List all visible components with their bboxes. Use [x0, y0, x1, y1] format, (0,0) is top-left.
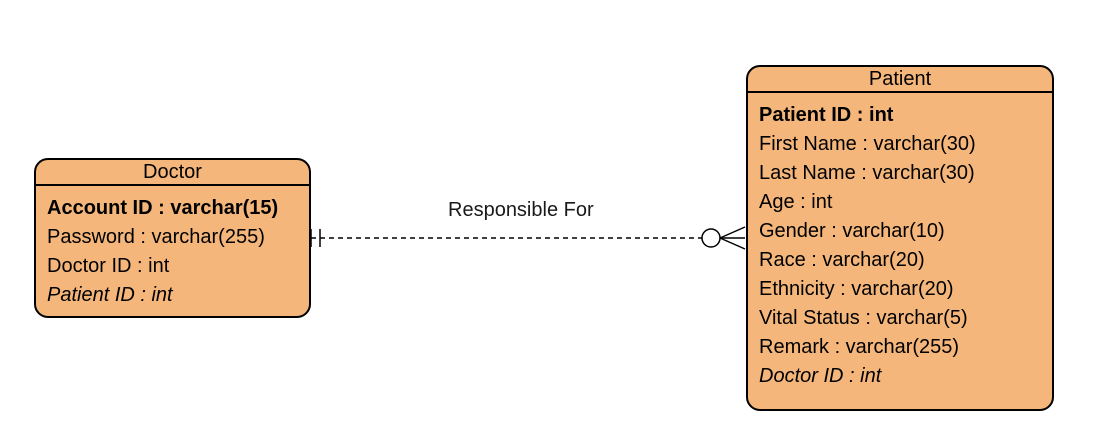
patient-attribute-list: Patient ID : int First Name : varchar(30… [748, 93, 1052, 391]
patient-attr-last-name[interactable]: Last Name : varchar(30) [759, 162, 975, 184]
patient-attr-gender[interactable]: Gender : varchar(10) [759, 220, 945, 242]
doctor-entity-title: Doctor [36, 160, 309, 186]
doctor-attribute-list: Account ID : varchar(15) Password : varc… [36, 186, 309, 310]
doctor-attr-patient-id[interactable]: Patient ID : int [47, 284, 173, 306]
patient-attr-ethnicity[interactable]: Ethnicity : varchar(20) [759, 278, 954, 300]
doctor-entity[interactable]: Doctor Account ID : varchar(15) Password… [34, 158, 311, 318]
patient-attr-race[interactable]: Race : varchar(20) [759, 249, 925, 271]
doctor-attr-doctor-id[interactable]: Doctor ID : int [47, 255, 170, 277]
doctor-attr-password[interactable]: Password : varchar(255) [47, 226, 265, 248]
patient-attr-remark[interactable]: Remark : varchar(255) [759, 336, 960, 358]
patient-entity-title: Patient [748, 67, 1052, 93]
doctor-attr-account-id[interactable]: Account ID : varchar(15) [47, 197, 279, 219]
patient-attr-age[interactable]: Age : int [759, 191, 833, 213]
patient-attr-first-name[interactable]: First Name : varchar(30) [759, 133, 976, 155]
patient-entity[interactable]: Patient Patient ID : int First Name : va… [746, 65, 1054, 411]
patient-attr-patient-id[interactable]: Patient ID : int [759, 104, 894, 126]
zero-cardinality-circle [701, 228, 721, 248]
crows-foot-upper [719, 226, 746, 239]
crows-foot-lower [719, 237, 746, 250]
relationship-label[interactable]: Responsible For [448, 199, 594, 221]
patient-attr-doctor-id[interactable]: Doctor ID : int [759, 365, 882, 387]
patient-attr-vital-status[interactable]: Vital Status : varchar(5) [759, 307, 968, 329]
